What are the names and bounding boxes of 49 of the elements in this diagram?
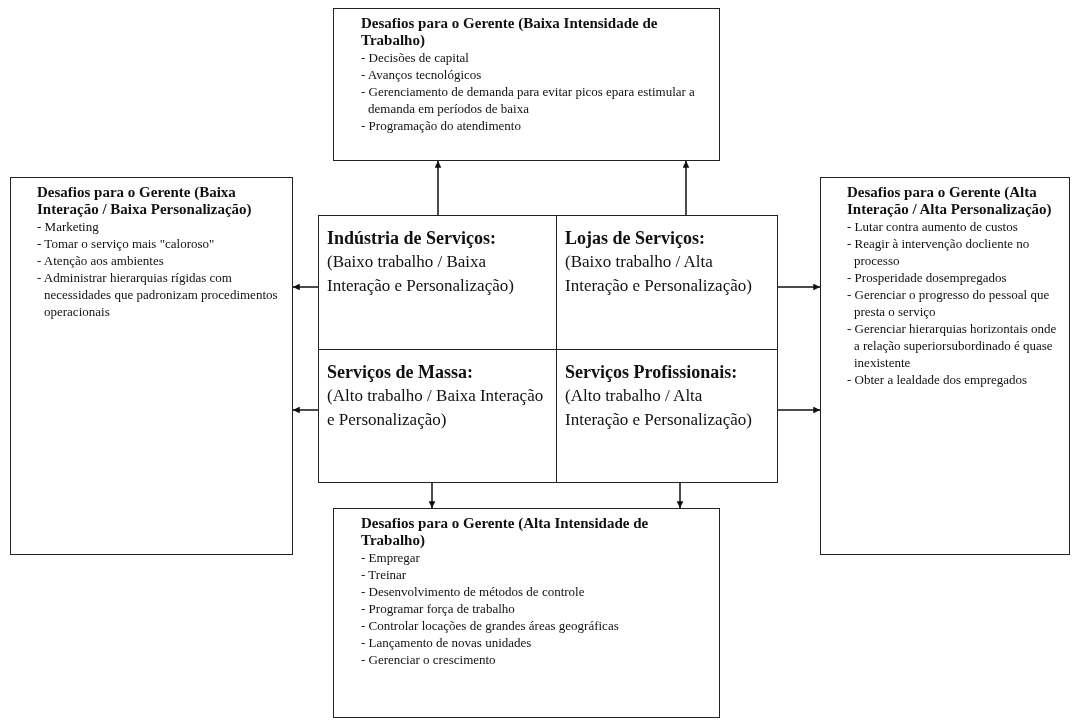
list-item: - Desenvolvimento de métodos de controle <box>361 583 585 600</box>
list-item: - Gerenciamento de demanda para evitar picos epara estimular a demanda em períodos de baixa <box>361 83 696 117</box>
list-item: - Lutar contra aumento de custos <box>847 218 1018 235</box>
quadrant-cell <box>318 349 558 483</box>
challenge-box <box>10 177 293 555</box>
arrow <box>682 160 690 216</box>
quadrant-title: Lojas de Serviços: <box>565 227 705 250</box>
list-item: - Controlar locações de grandes áreas geográficas <box>361 617 619 634</box>
arrow <box>292 283 319 291</box>
list-item: - Gerenciar hierarquias horizontais onde a relação superiorsubordinado é quase inexistente <box>847 320 1058 371</box>
list-item: - Marketing <box>37 218 99 235</box>
challenge-box <box>333 8 720 161</box>
arrow <box>428 482 436 509</box>
box-heading: Desafios para o Gerente (Alta Interação / Alta Personalização) <box>847 184 1053 218</box>
quadrant-description: (Alto trabalho / Baixa Interação e Personalização) <box>327 385 545 431</box>
list-item: - Administrar hierarquias rígidas com necessidades que padronizam procedimentos operacionais <box>37 269 279 320</box>
box-heading: Desafios para o Gerente (Alta Intensidade de Trabalho) <box>361 515 650 549</box>
list-item: - Decisões de capital <box>361 49 469 66</box>
list-item: - Programar força de trabalho <box>361 600 515 617</box>
arrow <box>434 160 442 216</box>
list-item: - Treinar <box>361 566 407 583</box>
list-item: - Tomar o serviço mais "caloroso" <box>37 235 215 252</box>
arrow <box>777 283 821 291</box>
list-item: - Prosperidade dosempregados <box>847 269 1007 286</box>
list-item: - Atenção aos ambientes <box>37 252 164 269</box>
box-heading: Desafios para o Gerente (Baixa Intensidade de Trabalho) <box>361 15 659 49</box>
challenge-box <box>333 508 720 718</box>
list-item: - Empregar <box>361 549 420 566</box>
list-item: - Avanços tecnológicos <box>361 66 482 83</box>
quadrant-title: Serviços Profissionais: <box>565 361 738 384</box>
quadrant-description: (Alto trabalho / Alta Interação e Personalização) <box>565 385 753 431</box>
quadrant-title: Indústria de Serviços: <box>327 227 496 250</box>
list-item: - Reagir à intervenção docliente no processo <box>847 235 1031 269</box>
challenge-box <box>820 177 1070 555</box>
box-heading: Desafios para o Gerente (Baixa Interação / Baixa Personalização) <box>37 184 253 218</box>
arrow <box>676 482 684 509</box>
quadrant-title: Serviços de Massa: <box>327 361 473 384</box>
arrow <box>777 406 821 414</box>
arrow <box>292 406 319 414</box>
quadrant-description: (Baixo trabalho / Baixa Interação e Personalização) <box>327 251 515 297</box>
quadrant-cell <box>556 349 778 483</box>
list-item: - Lançamento de novas unidades <box>361 634 532 651</box>
quadrant-cell <box>318 215 558 351</box>
quadrant-description: (Baixo trabalho / Alta Interação e Personalização) <box>565 251 753 297</box>
list-item: - Gerenciar o crescimento <box>361 651 496 668</box>
quadrant-cell <box>556 215 778 351</box>
list-item: - Programação do atendimento <box>361 117 521 134</box>
list-item: - Gerenciar o progresso do pessoal que presta o serviço <box>847 286 1051 320</box>
list-item: - Obter a lealdade dos empregados <box>847 371 1028 388</box>
